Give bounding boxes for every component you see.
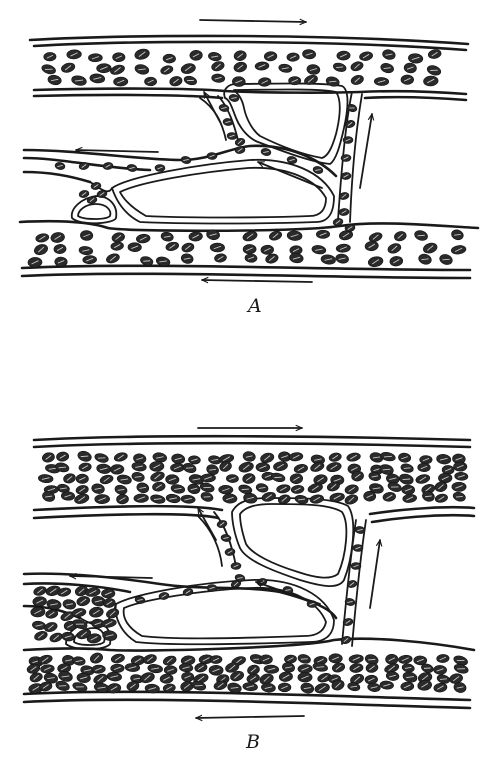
panel-label-b: B — [245, 731, 260, 753]
flow-arrow-left — [76, 150, 158, 152]
flow-arrow-left — [196, 716, 304, 718]
flow-arrow-right — [200, 20, 306, 22]
flow-arrow-left — [202, 280, 312, 282]
flow-arrow-left — [258, 162, 322, 188]
panel-b: B — [24, 428, 474, 753]
panel-a: A — [20, 20, 478, 317]
flow-arrow-up — [370, 540, 380, 608]
blood-cells-a — [28, 47, 467, 267]
flow-arrow-up — [360, 114, 372, 188]
blood-cells-b — [26, 450, 469, 695]
flow-arrow-left — [70, 576, 152, 578]
panel-label-a: A — [246, 295, 262, 317]
flow-arrow-up — [198, 508, 216, 540]
